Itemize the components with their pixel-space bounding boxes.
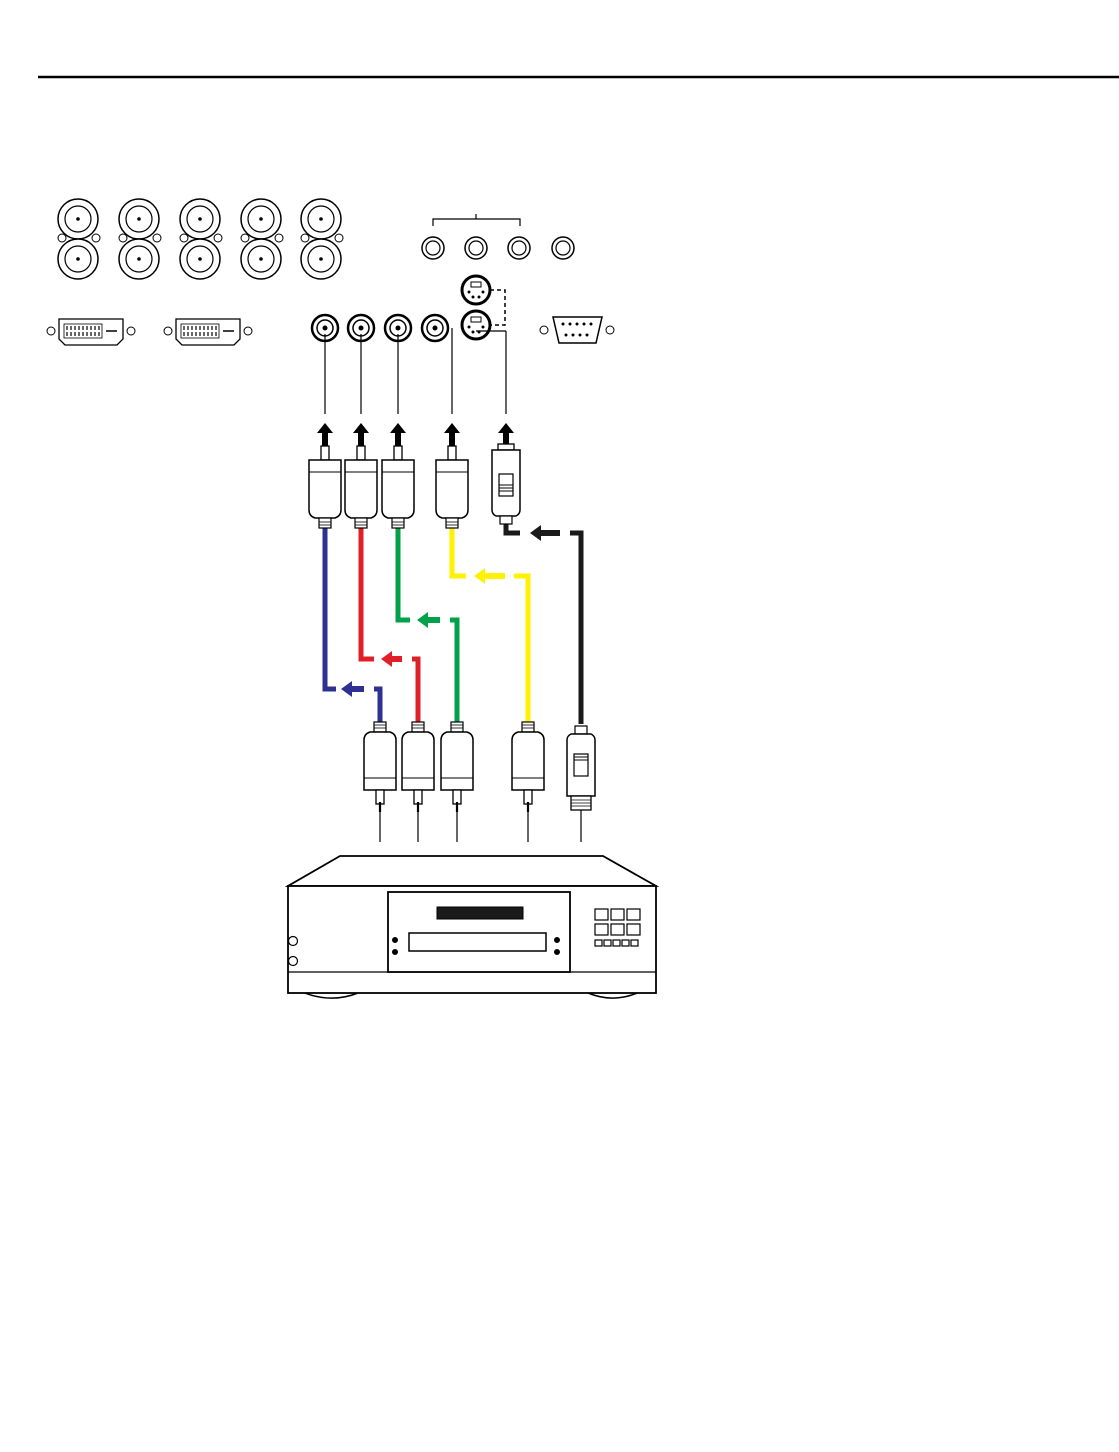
yellow-cable — [452, 528, 466, 576]
rca-plug — [402, 722, 434, 812]
rca-plug — [309, 438, 341, 528]
rca-plug — [441, 722, 473, 812]
projector-side-plugs — [309, 438, 520, 528]
dvi-port-1 — [47, 319, 135, 345]
dvd-player — [288, 856, 656, 998]
arrow-left-icon — [474, 568, 505, 584]
dvi-port-2 — [164, 319, 252, 345]
up-arrows — [317, 423, 514, 449]
svideo-plug — [567, 726, 595, 810]
bnc-connector — [241, 199, 283, 279]
svideo-jacks — [462, 276, 505, 339]
projector-input-panel — [47, 199, 614, 345]
device-leader-lines — [380, 810, 581, 842]
rca-plug — [512, 722, 544, 812]
blue-cable-source — [374, 689, 380, 724]
source-side-plugs — [364, 722, 595, 812]
cables — [325, 517, 581, 724]
bnc-connector — [58, 199, 100, 279]
rca-plug — [436, 438, 468, 528]
audio-jack-group — [422, 214, 574, 259]
power-button — [289, 937, 298, 946]
bnc-connector — [119, 199, 161, 279]
display-window — [437, 907, 523, 919]
bnc-connector — [301, 199, 343, 279]
composite-jack — [422, 315, 448, 341]
leader-lines — [325, 328, 506, 414]
blue-cable — [325, 528, 336, 689]
disc-tray — [409, 933, 546, 951]
black-cable-source — [570, 533, 581, 724]
yellow-cable-source — [514, 576, 528, 724]
svideo-plug — [492, 444, 520, 524]
control-buttons — [595, 909, 640, 946]
red-cable-source — [412, 659, 418, 724]
bnc-connector-row — [58, 199, 343, 279]
component-jacks — [312, 315, 448, 341]
arrow-left-icon — [341, 681, 364, 697]
green-cable — [398, 528, 410, 620]
bnc-connector — [180, 199, 222, 279]
arrow-left-icon — [381, 651, 402, 667]
rca-plug — [364, 722, 396, 812]
red-cable — [361, 528, 374, 659]
rca-plug — [382, 438, 414, 528]
arrow-left-icon — [530, 525, 560, 541]
rs232-port — [540, 317, 614, 343]
green-cable-source — [450, 620, 457, 724]
rca-plug — [345, 438, 377, 528]
arrow-left-icon — [417, 612, 440, 628]
